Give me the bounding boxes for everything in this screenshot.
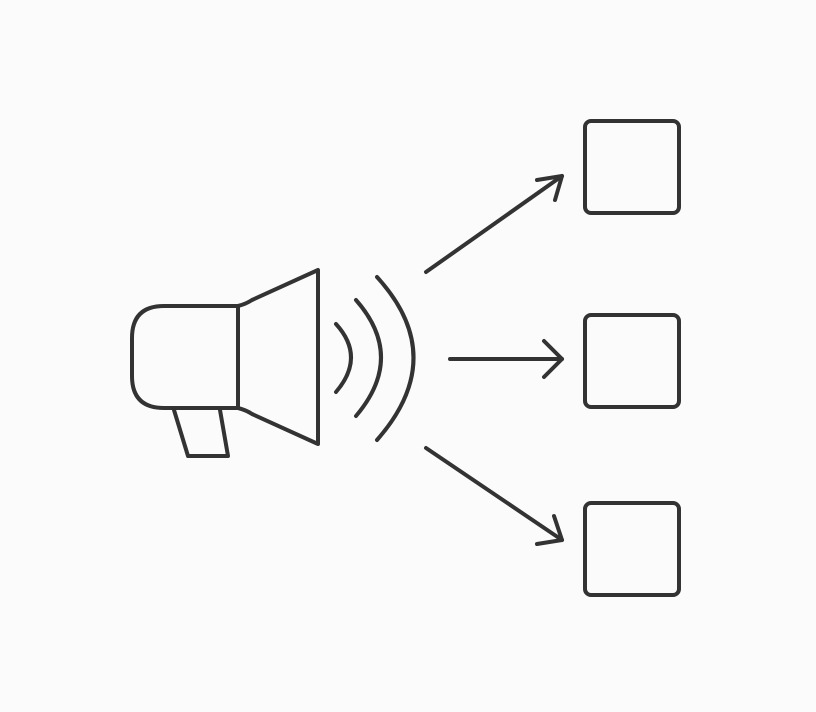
arrowhead-icon xyxy=(535,174,564,202)
arrowhead-icon xyxy=(542,339,564,379)
megaphone-body xyxy=(130,304,240,410)
arrowhead-icon xyxy=(535,514,564,546)
target-box-middle xyxy=(583,313,681,409)
megaphone-horn xyxy=(236,268,320,446)
sound-wave-small xyxy=(334,322,353,394)
target-box-bottom xyxy=(583,501,681,597)
arrow-to-top xyxy=(424,174,564,274)
arrow-to-middle xyxy=(448,339,564,379)
megaphone-icon xyxy=(130,268,320,458)
megaphone-handle xyxy=(172,408,230,458)
target-box-top xyxy=(583,119,681,215)
sound-wave-large xyxy=(375,275,416,442)
sound-waves xyxy=(334,275,416,442)
sound-wave-medium xyxy=(354,298,383,418)
arrow-to-bottom xyxy=(424,446,564,546)
